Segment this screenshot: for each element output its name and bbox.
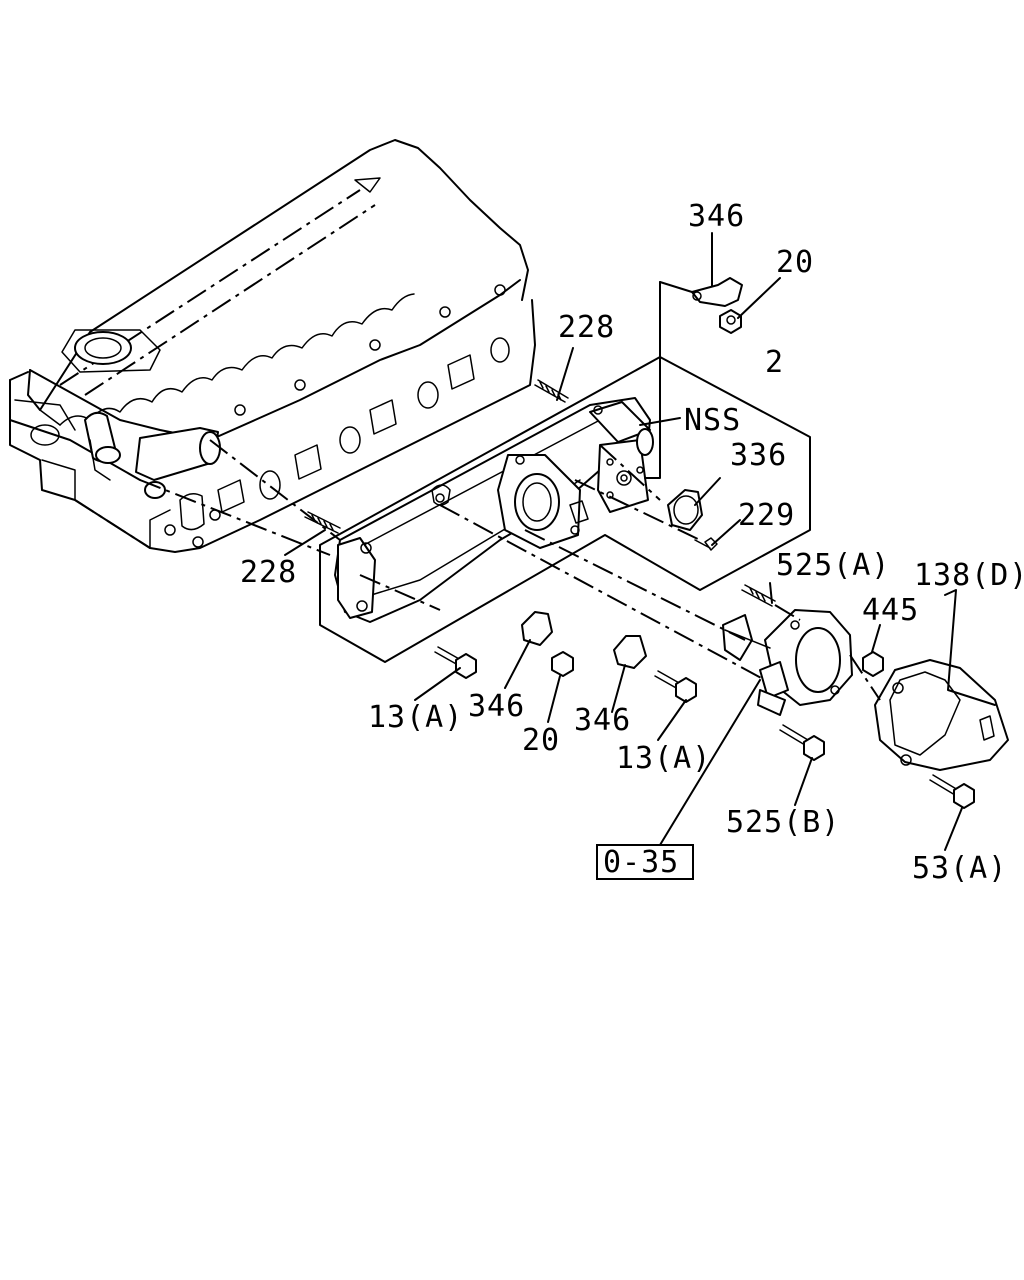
callout-228-left: 228 [240,555,297,590]
clip-346-top [691,277,743,307]
callout-346-mid: 346 [468,689,525,724]
cylinder-head [9,139,536,553]
clip-346-right [613,635,647,669]
leader-lines [284,232,996,851]
bolt-525b [779,724,825,761]
reference-box: 0-35 [596,844,694,880]
sensor-336 [667,489,703,531]
bolt-13a-right [654,670,697,703]
callout-228-top: 228 [558,310,615,345]
callout-53a: 53(A) [912,851,1007,886]
callout-346-top: 346 [688,199,745,234]
stud-228-left [304,511,341,534]
callout-13a-left: 13(A) [368,700,463,735]
callout-nss: NSS [684,403,741,438]
callout-20-top: 20 [776,245,814,280]
callout-13a-right: 13(A) [616,741,711,776]
nut-445 [862,651,884,677]
callout-445: 445 [862,593,919,628]
reference-label: 0-35 [603,845,679,880]
egr-valve [722,609,853,716]
stud-228-top [534,379,569,403]
callout-138d: 138(D) [914,558,1024,593]
callout-229: 229 [738,498,795,533]
exhaust-elbow [874,659,1009,771]
callout-525b: 525(B) [726,805,840,840]
exhaust-manifold [319,356,811,663]
callout-20-mid: 20 [522,723,560,758]
screw-229 [694,537,718,551]
assembly-centerlines [74,439,881,701]
clip-346-mid [521,611,553,646]
nut-20-mid [551,651,574,677]
callout-labels: 346 20 228 2 NSS 336 229 228 525(A) 138(… [240,199,1024,886]
callout-2: 2 [765,345,784,380]
callout-346-right: 346 [574,703,631,738]
callout-336: 336 [730,438,787,473]
bolt-13a-left [434,646,477,679]
callout-525a: 525(A) [776,548,890,583]
bolt-53a [929,774,975,809]
nut-20-top [719,309,742,334]
stud-525a [741,584,776,607]
